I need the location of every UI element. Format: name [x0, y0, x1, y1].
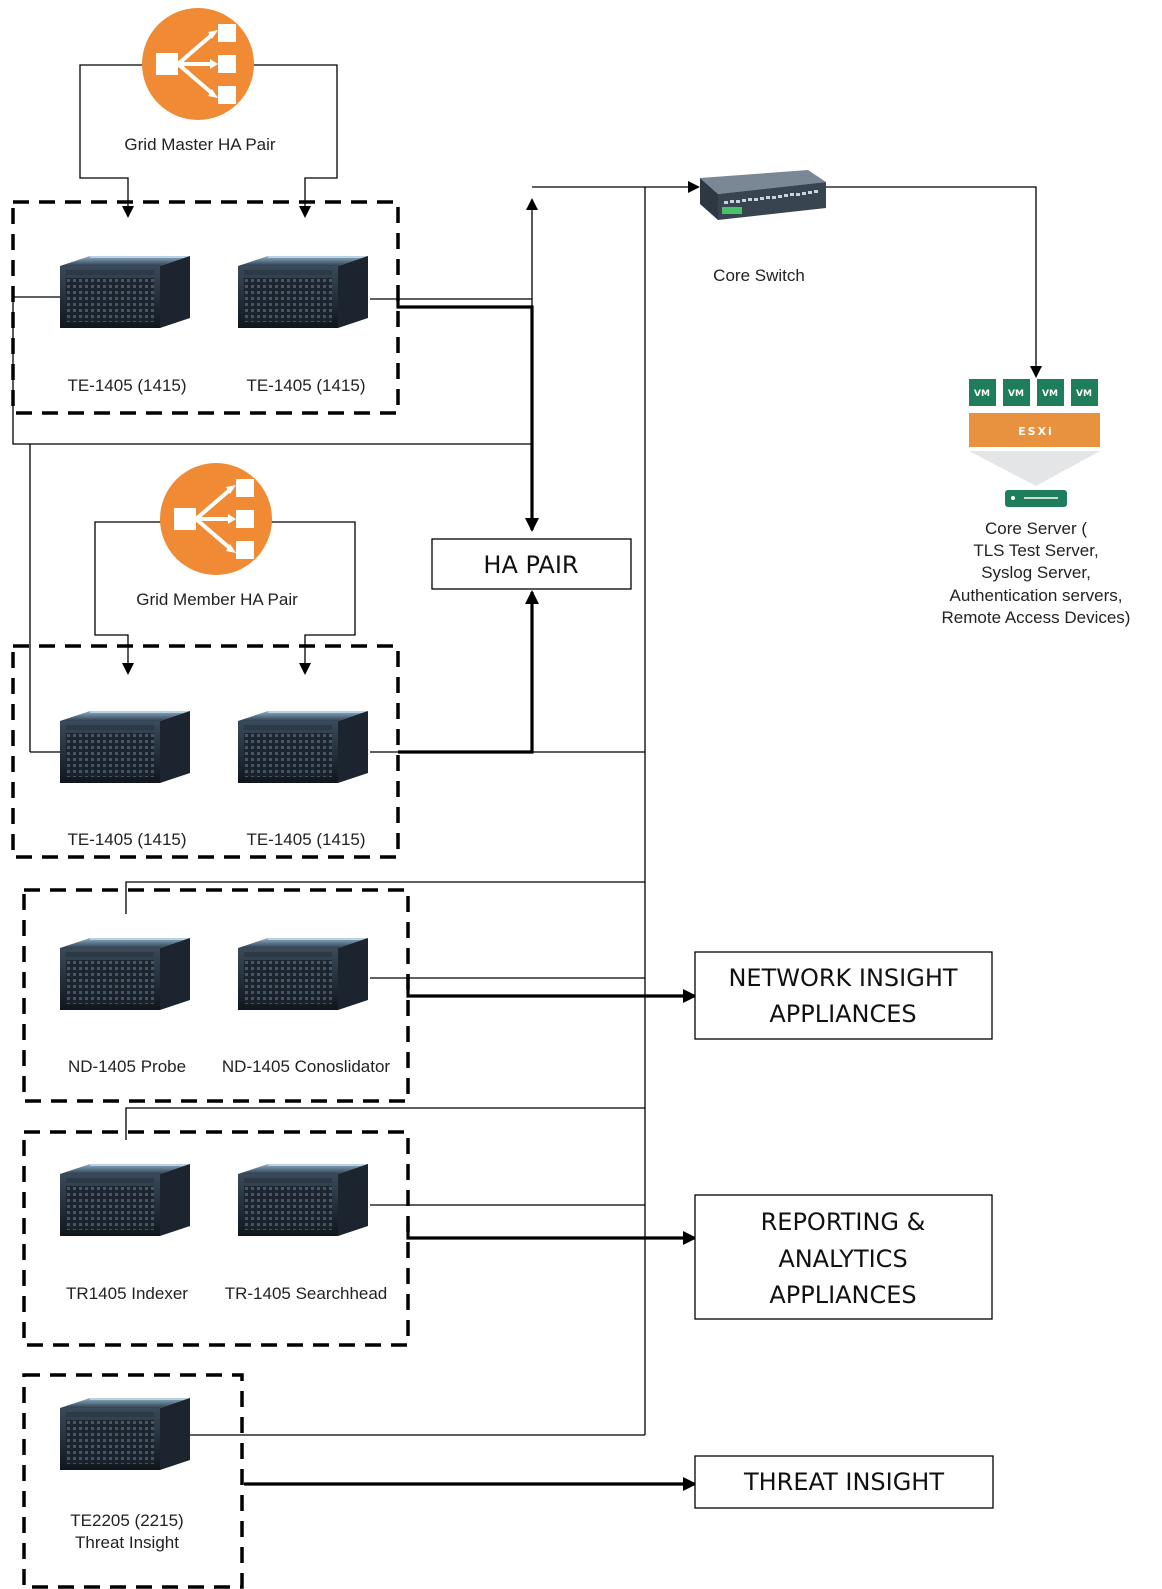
reporting-label: APPLIANCES	[769, 1281, 916, 1309]
esxi-server-icon: VM VM VM VM ESXi	[969, 379, 1100, 507]
core-server-label: TLS Test Server,	[973, 541, 1098, 560]
server-icon	[238, 256, 368, 328]
network-insight-label: APPLIANCES	[769, 1000, 916, 1028]
appliance-label: ND-1405 Conoslidator	[222, 1057, 391, 1076]
core-server-label: Remote Access Devices)	[942, 608, 1131, 627]
server-icon	[60, 938, 190, 1010]
server-icon	[60, 1398, 190, 1470]
ha-pair-box: HA PAIR	[431, 538, 632, 590]
appliance-label: TR-1405 Searchhead	[225, 1284, 388, 1303]
server-icon	[238, 1164, 368, 1236]
reporting-label: REPORTING &	[761, 1208, 926, 1236]
core-server-label: Syslog Server,	[981, 563, 1091, 582]
appliance-label: Threat Insight	[75, 1533, 179, 1552]
appliance-label: TR1405 Indexer	[66, 1284, 188, 1303]
appliance-label: TE-1405 (1415)	[67, 376, 186, 395]
svg-text:ESXi: ESXi	[1018, 425, 1054, 438]
grid-master-lb-icon	[142, 8, 254, 120]
threat-insight-group	[22, 1373, 244, 1589]
core-server-label: Authentication servers,	[950, 586, 1123, 605]
svg-text:VM: VM	[1076, 389, 1092, 399]
grid-master-label: Grid Master HA Pair	[124, 135, 275, 154]
appliance-label: TE-1405 (1415)	[246, 376, 365, 395]
threat-insight-label: THREAT INSIGHT	[743, 1468, 944, 1496]
reporting-analytics-box: REPORTING & ANALYTICS APPLIANCES	[694, 1194, 993, 1320]
threat-insight-box: THREAT INSIGHT	[694, 1455, 994, 1509]
appliance-label: TE-1405 (1415)	[246, 830, 365, 849]
server-icon	[238, 711, 368, 783]
grid-master-group	[11, 200, 400, 415]
ha-pair-label: HA PAIR	[483, 551, 578, 579]
grid-member-group	[11, 644, 400, 859]
core-server-label: Core Server (	[985, 519, 1087, 538]
svg-text:VM: VM	[1008, 389, 1024, 399]
server-icon	[60, 1164, 190, 1236]
grid-member-label: Grid Member HA Pair	[136, 590, 298, 609]
core-switch-label: Core Switch	[713, 266, 805, 285]
appliance-label: TE-1405 (1415)	[67, 830, 186, 849]
grid-member-lb-icon	[160, 463, 272, 575]
switch-icon	[700, 170, 826, 220]
appliance-label: ND-1405 Probe	[68, 1057, 186, 1076]
server-icon	[60, 711, 190, 783]
svg-text:VM: VM	[1042, 389, 1058, 399]
network-insight-box: NETWORK INSIGHT APPLIANCES	[694, 951, 993, 1040]
server-icon	[60, 256, 190, 328]
network-insight-group	[22, 888, 410, 1103]
network-insight-label: NETWORK INSIGHT	[728, 964, 957, 992]
reporting-group	[22, 1130, 410, 1347]
svg-text:VM: VM	[974, 389, 990, 399]
appliance-label: TE2205 (2215)	[70, 1511, 183, 1530]
reporting-label: ANALYTICS	[778, 1245, 907, 1273]
server-icon	[238, 938, 368, 1010]
